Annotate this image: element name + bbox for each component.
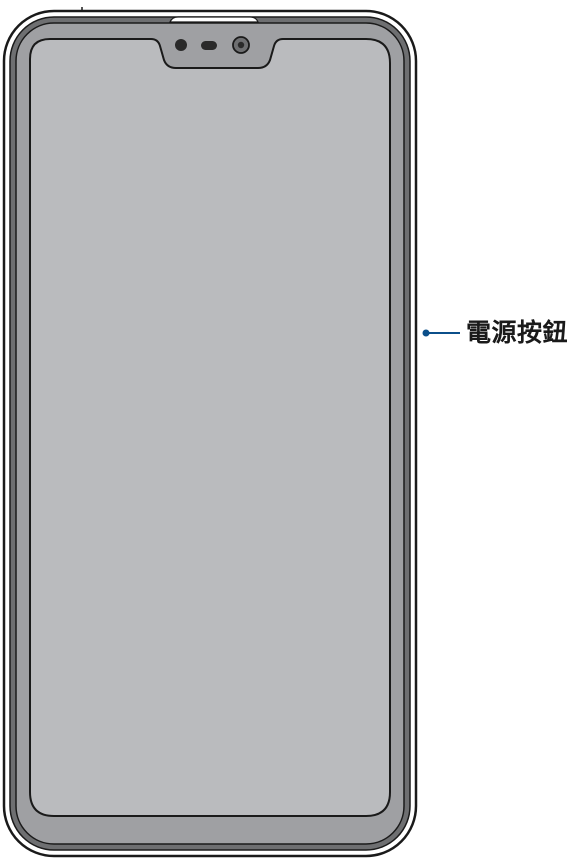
display-screen <box>29 38 391 817</box>
front-camera-icon <box>232 36 250 54</box>
front-sensor-icon <box>175 39 187 51</box>
power-button-label: 電源按鈕 <box>466 318 569 347</box>
power-button-callout-line <box>422 329 460 337</box>
top-speaker-slit <box>169 16 259 23</box>
earpiece-icon <box>201 41 217 50</box>
